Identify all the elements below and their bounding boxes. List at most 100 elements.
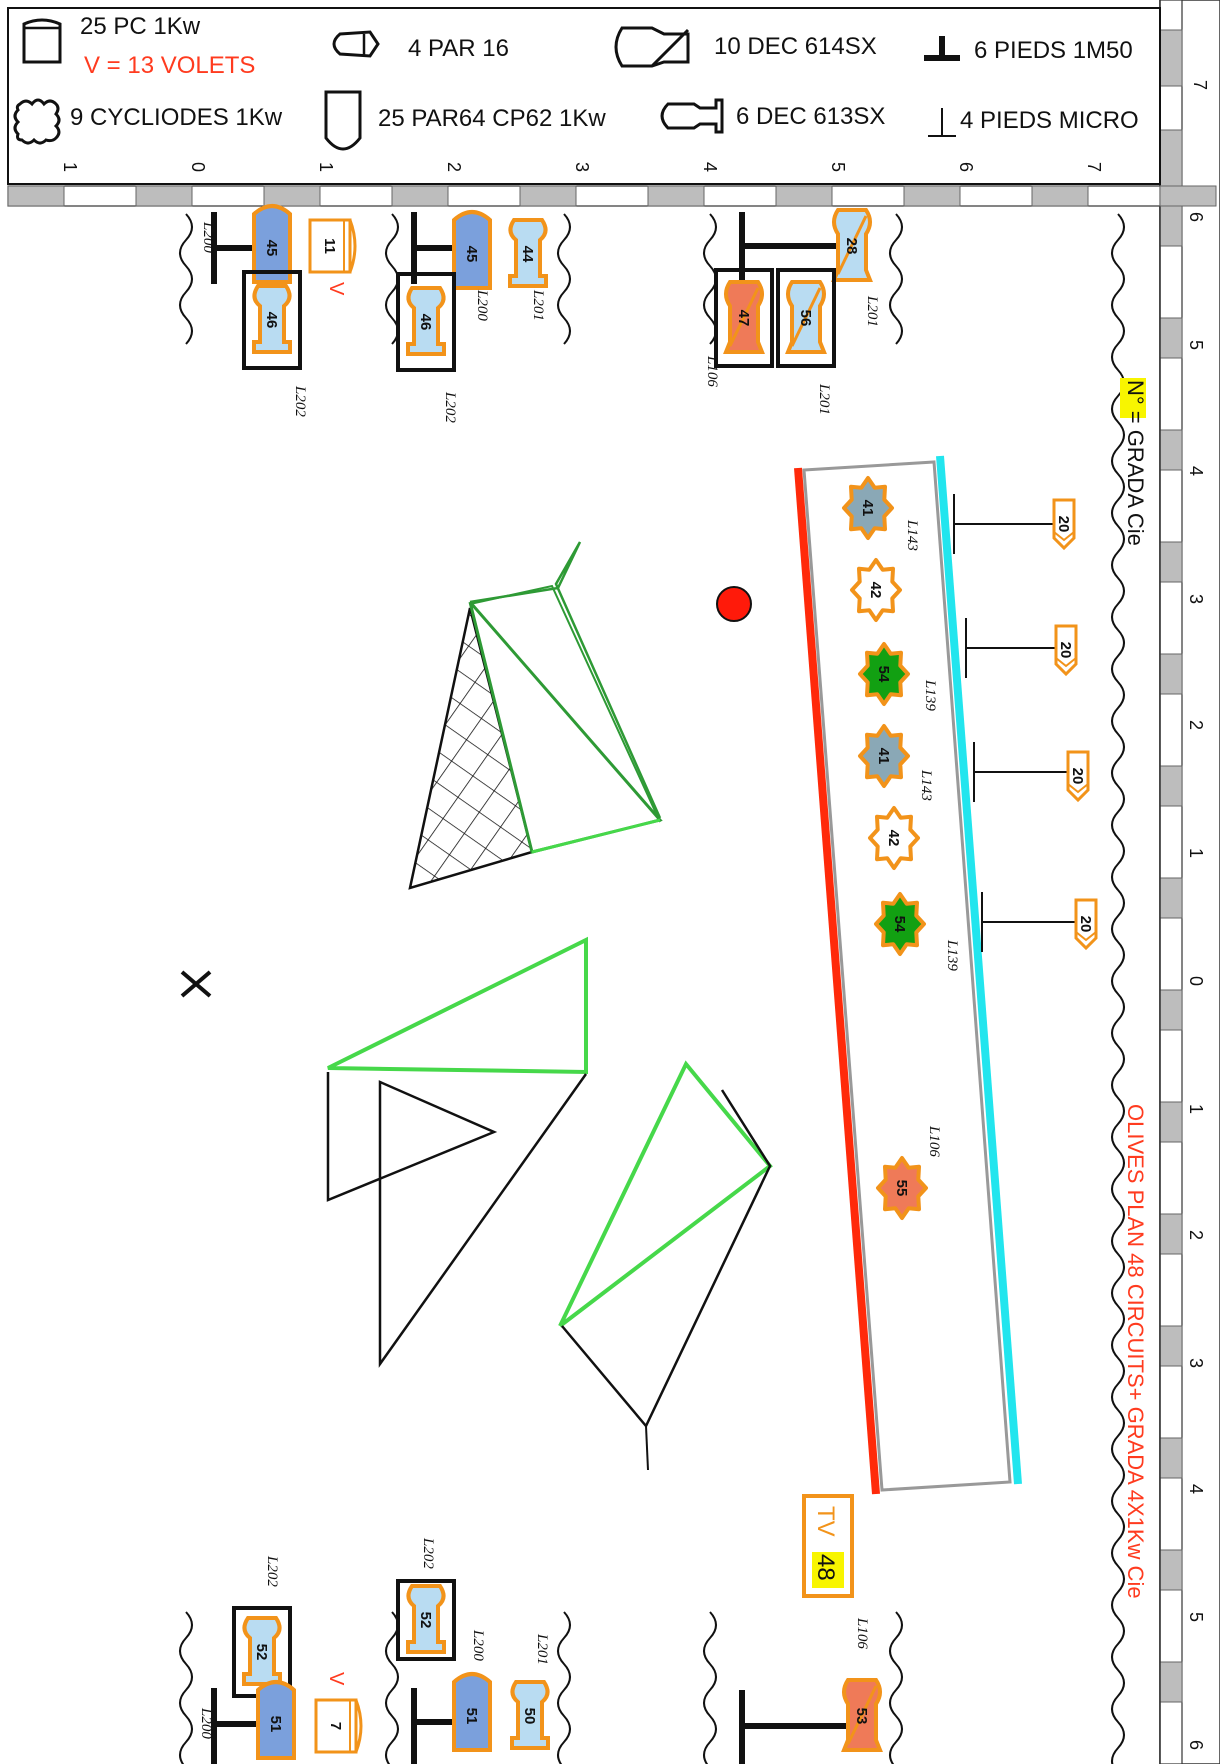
circuit-number: 56 (797, 310, 814, 327)
tv-box: TV 48 (802, 1494, 854, 1598)
fixture-frame (396, 272, 456, 372)
fixture-frame (242, 270, 302, 370)
fixture-cycliode: 54 (858, 642, 910, 706)
circuit-number: 47 (735, 310, 752, 327)
pied-1m50-icon (924, 36, 960, 61)
gel-label: L201 (534, 1633, 550, 1665)
gel-label: L200 (474, 289, 490, 321)
circuit-number: 53 (853, 1708, 870, 1725)
gel-label: L201 (530, 289, 546, 321)
curtain-squiggle (1111, 213, 1125, 1764)
dec614-icon (614, 26, 690, 68)
gel-label: L202 (292, 385, 308, 417)
fixture-dec614: 56 (785, 280, 827, 354)
circuit-number: 50 (521, 1708, 538, 1725)
circuit-number: 46 (417, 314, 434, 331)
legend-pieds-1m50-label: 6 PIEDS 1M50 (974, 37, 1133, 64)
fixture-frame (396, 1579, 456, 1661)
legend-par64-label: 25 PAR64 CP62 1Kw (378, 105, 606, 132)
note-grada: N° = GRADA Cie (1120, 378, 1148, 546)
fixture-dec613: 44 (508, 218, 548, 288)
fixture-par16: 20 (1054, 624, 1078, 677)
gel-label: L106 (926, 1125, 942, 1157)
ruler-right-label: 6 (1186, 1740, 1206, 1750)
curtain-squiggle (557, 213, 571, 345)
tv-label: TV (812, 1506, 839, 1537)
ruler-right-label: 6 (1186, 212, 1206, 222)
gel-label: L106 (704, 355, 720, 387)
circuit-number: 52 (253, 1644, 270, 1661)
ruler-top-label: 5 (828, 162, 848, 172)
fixture-cycliode: 42 (868, 806, 920, 870)
fixture-cycliode: 42 (850, 558, 902, 622)
set-pieces (180, 541, 773, 1471)
fixture-par64: 51 (256, 1680, 296, 1760)
ruler-right-label: 0 (1186, 976, 1206, 986)
curtain-squiggle (557, 1611, 571, 1764)
ruler-top-label: 7 (1190, 80, 1210, 90)
ruler-right-label: 4 (1186, 1484, 1206, 1494)
par64-icon (324, 90, 362, 151)
fixture-dec613: 46 (252, 284, 292, 354)
circuit-number: 28 (843, 238, 860, 255)
plan-title: OLIVES PLAN 48 CIRCUITS+ GRADA 4X1Kw Cie (1123, 1104, 1148, 1599)
x-mark (180, 970, 212, 998)
circuit-number: 45 (463, 246, 480, 263)
legend-box: 25 PC 1Kw V = 13 VOLETS 4 PAR 16 10 DEC … (7, 7, 1210, 185)
fixture-cycliode: 54 (874, 892, 926, 956)
pc-icon (22, 18, 62, 64)
gel-label: L143 (918, 769, 934, 801)
legend-volets-label: V = 13 VOLETS (84, 52, 255, 79)
volet-mark-bottom: V (325, 1672, 347, 1686)
circuit-number: 20 (1055, 516, 1072, 533)
circuit-number: 42 (885, 830, 902, 847)
gel-label: L202 (442, 391, 458, 423)
ruler-right-label: 2 (1186, 1230, 1206, 1240)
legend-cycliodes-label: 9 CYCLIODES 1Kw (70, 104, 283, 131)
ruler-right-label: 3 (1186, 594, 1206, 604)
legend-dec614-label: 10 DEC 614SX (714, 33, 877, 60)
gel-label: L200 (198, 1707, 214, 1739)
circuit-number: 52 (417, 1612, 434, 1629)
curtain-squiggle (703, 1611, 717, 1764)
ruler-top-label: 3 (572, 162, 592, 172)
gel-label: L139 (944, 939, 960, 971)
fixture-par16: 20 (1052, 498, 1076, 551)
legend-pieds-micro-label: 4 PIEDS MICRO (960, 107, 1139, 134)
ruler-right-label: 1 (1186, 848, 1206, 858)
circuit-number: 11 (321, 238, 338, 254)
fixture-cycliode: 55 (876, 1156, 928, 1220)
circuit-number: 55 (893, 1180, 910, 1197)
gel-label: L200 (470, 1629, 486, 1661)
circuit-number: 20 (1057, 642, 1074, 659)
fixture-dec614: 28 (831, 208, 873, 282)
circuit-number: 54 (875, 666, 892, 683)
ruler-top-label: 1 (316, 162, 336, 172)
gel-label: L200 (200, 221, 216, 253)
gel-label: L106 (854, 1617, 870, 1649)
dec613-icon (660, 98, 724, 134)
cycliode-icon (13, 98, 61, 145)
ruler-top-label: 4 (700, 162, 720, 172)
ruler-right-label: 1 (1186, 1104, 1206, 1114)
ruler-right-label: 4 (1186, 466, 1206, 476)
fixture-par16: 20 (1074, 898, 1098, 951)
circuit-number: 41 (859, 500, 876, 517)
circuit-number: 41 (875, 748, 892, 765)
fixture-frame (776, 268, 836, 368)
fixture-par64: 45 (452, 210, 492, 290)
circuit-number: 46 (263, 312, 280, 329)
cyclorama-batten (794, 455, 1022, 1495)
gel-label: L201 (864, 295, 880, 327)
ruler-right-label: 2 (1186, 720, 1206, 730)
stands (211, 212, 1082, 1764)
gel-label: L202 (420, 1537, 436, 1569)
curtain-squiggle (889, 1611, 903, 1764)
ruler-right-label: 5 (1186, 1612, 1206, 1622)
fixture-dec613: 50 (510, 1680, 550, 1750)
fixture-par16: 20 (1066, 750, 1090, 803)
fixture-dec613: 52 (242, 1616, 282, 1686)
